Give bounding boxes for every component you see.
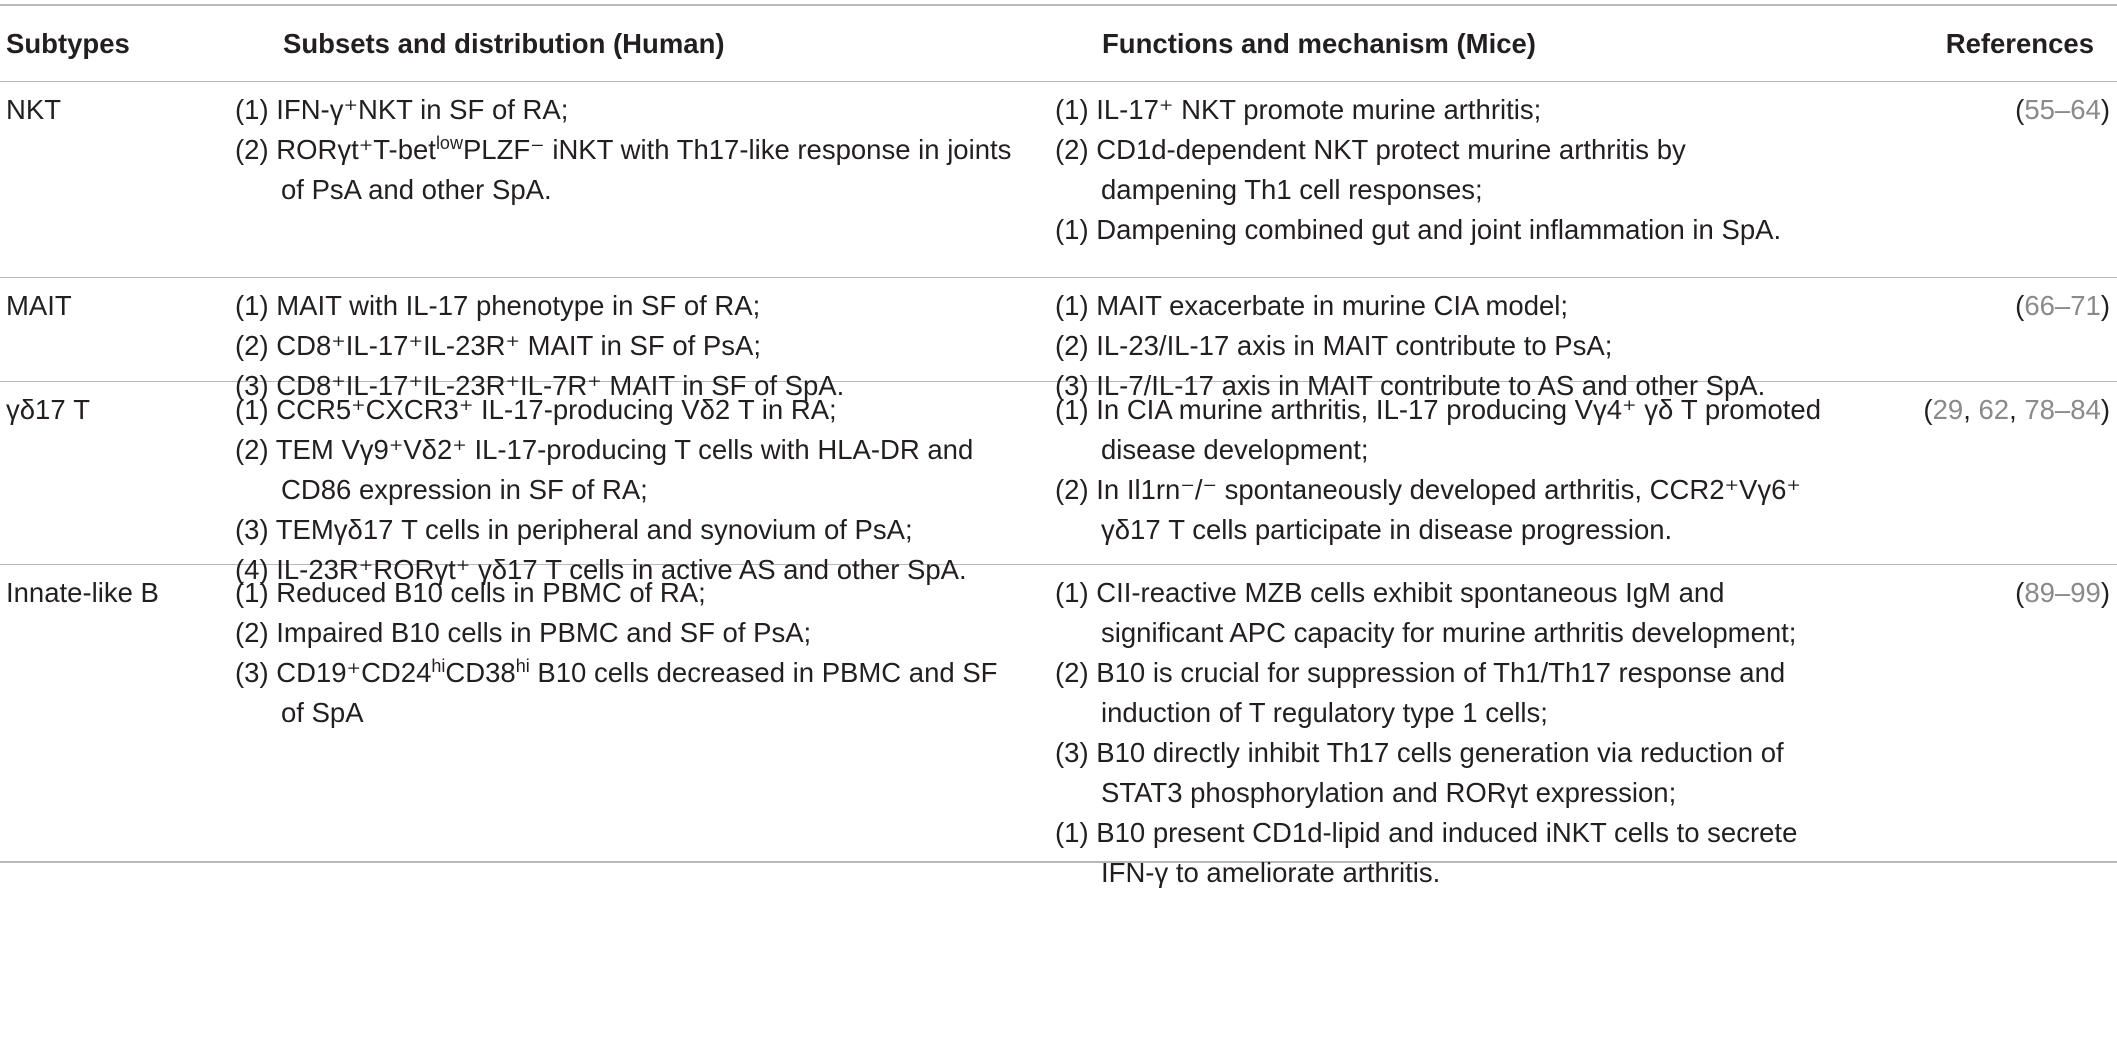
subset-item: (1) CCR5⁺CXCR3⁺ IL-17-producing Vδ2 T in… bbox=[235, 394, 837, 425]
reference-link[interactable]: 29 bbox=[1932, 394, 1964, 425]
table-row: γδ17 T (1) CCR5⁺CXCR3⁺ IL-17-producing Vδ… bbox=[0, 382, 2117, 585]
subset-item: (1) MAIT with IL-17 phenotype in SF of R… bbox=[235, 290, 761, 321]
header-subsets: Subsets and distribution (Human) bbox=[283, 28, 725, 59]
references-cell: (55–64) bbox=[2015, 94, 2110, 125]
function-item: (2) B10 is crucial for suppression of Th… bbox=[1055, 657, 1786, 728]
subset-item: (3) CD19⁺CD24hiCD38hi B10 cells decrease… bbox=[235, 655, 998, 728]
subset-item: (1) IFN-γ⁺NKT in SF of RA; bbox=[235, 94, 569, 125]
subset-item: (2) Impaired B10 cells in PBMC and SF of… bbox=[235, 617, 812, 648]
subset-item: (2) CD8⁺IL-17⁺IL-23R⁺ MAIT in SF of PsA; bbox=[235, 330, 761, 361]
functions-cell: (1) CII-reactive MZB cells exhibit spont… bbox=[1055, 573, 1825, 893]
functions-cell: (1) IL-17⁺ NKT promote murine arthritis;… bbox=[1055, 90, 1825, 250]
function-item: (1) CII-reactive MZB cells exhibit spont… bbox=[1055, 577, 1797, 648]
header-subtypes: Subtypes bbox=[6, 28, 130, 59]
subsets-cell: (1) Reduced B10 cells in PBMC of RA; (2) … bbox=[235, 573, 1025, 733]
subset-item: (4) IL-23R⁺RORγt⁺ γδ17 T cells in active… bbox=[235, 554, 967, 585]
subtype-cell: γδ17 T bbox=[6, 394, 91, 425]
header-references: References bbox=[1945, 28, 2094, 59]
subsets-cell: (1) CCR5⁺CXCR3⁺ IL-17-producing Vδ2 T in… bbox=[235, 390, 1025, 590]
function-item: (1) MAIT exacerbate in murine CIA model; bbox=[1055, 290, 1569, 321]
function-item: (1) Dampening combined gut and joint inf… bbox=[1055, 214, 1782, 245]
reference-link[interactable]: 89–99 bbox=[2024, 577, 2101, 608]
subset-item: (1) Reduced B10 cells in PBMC of RA; bbox=[235, 577, 706, 608]
function-item: (1) B10 present CD1d-lipid and induced i… bbox=[1055, 817, 1798, 888]
table-header-row: Subtypes Subsets and distribution (Human… bbox=[0, 6, 2117, 82]
function-item: (2) In Il1rn⁻/⁻ spontaneously developed … bbox=[1055, 474, 1801, 545]
subtype-cell: NKT bbox=[6, 94, 61, 125]
references-cell: (29, 62, 78–84) bbox=[1923, 394, 2110, 425]
function-item: (3) IL-7/IL-17 axis in MAIT contribute t… bbox=[1055, 370, 1766, 401]
table-row: NKT (1) IFN-γ⁺NKT in SF of RA; (2) RORγt⁺T… bbox=[0, 82, 2117, 278]
subtype-cell: Innate-like B bbox=[6, 577, 159, 608]
subsets-cell: (1) MAIT with IL-17 phenotype in SF of R… bbox=[235, 286, 1025, 406]
reference-link[interactable]: 55–64 bbox=[2024, 94, 2101, 125]
data-table: Subtypes Subsets and distribution (Human… bbox=[0, 4, 2117, 888]
function-item: (1) IL-17⁺ NKT promote murine arthritis; bbox=[1055, 94, 1542, 125]
function-item: (3) B10 directly inhibit Th17 cells gene… bbox=[1055, 737, 1784, 808]
subset-item: (2) TEM Vγ9⁺Vδ2⁺ IL-17-producing T cells… bbox=[235, 434, 974, 505]
subsets-cell: (1) IFN-γ⁺NKT in SF of RA; (2) RORγt⁺T-be… bbox=[235, 90, 1025, 210]
subtype-cell: MAIT bbox=[6, 290, 72, 321]
table-row: MAIT (1) MAIT with IL-17 phenotype in SF … bbox=[0, 278, 2117, 401]
reference-link[interactable]: 66–71 bbox=[2024, 290, 2101, 321]
references-cell: (89–99) bbox=[2015, 577, 2110, 608]
functions-cell: (1) MAIT exacerbate in murine CIA model;… bbox=[1055, 286, 1825, 406]
functions-cell: (1) In CIA murine arthritis, IL-17 produ… bbox=[1055, 390, 1825, 550]
reference-link[interactable]: 62 bbox=[1978, 394, 2010, 425]
header-functions: Functions and mechanism (Mice) bbox=[1102, 28, 1536, 59]
function-item: (2) IL-23/IL-17 axis in MAIT contribute … bbox=[1055, 330, 1613, 361]
table-row: Innate-like B (1) Reduced B10 cells in PB… bbox=[0, 565, 2117, 888]
subset-item: (3) CD8⁺IL-17⁺IL-23R⁺IL-7R⁺ MAIT in SF o… bbox=[235, 370, 845, 401]
function-item: (1) In CIA murine arthritis, IL-17 produ… bbox=[1055, 394, 1822, 465]
table-body: NKT (1) IFN-γ⁺NKT in SF of RA; (2) RORγt⁺T… bbox=[0, 82, 2117, 888]
references-cell: (66–71) bbox=[2015, 290, 2110, 321]
subset-item: (3) TEMγδ17 T cells in peripheral and sy… bbox=[235, 514, 913, 545]
subset-item: (2) RORγt⁺T-betlowPLZF⁻ iNKT with Th17-l… bbox=[235, 132, 1012, 205]
function-item: (2) CD1d-dependent NKT protect murine ar… bbox=[1055, 134, 1686, 205]
reference-link[interactable]: 78–84 bbox=[2024, 394, 2101, 425]
